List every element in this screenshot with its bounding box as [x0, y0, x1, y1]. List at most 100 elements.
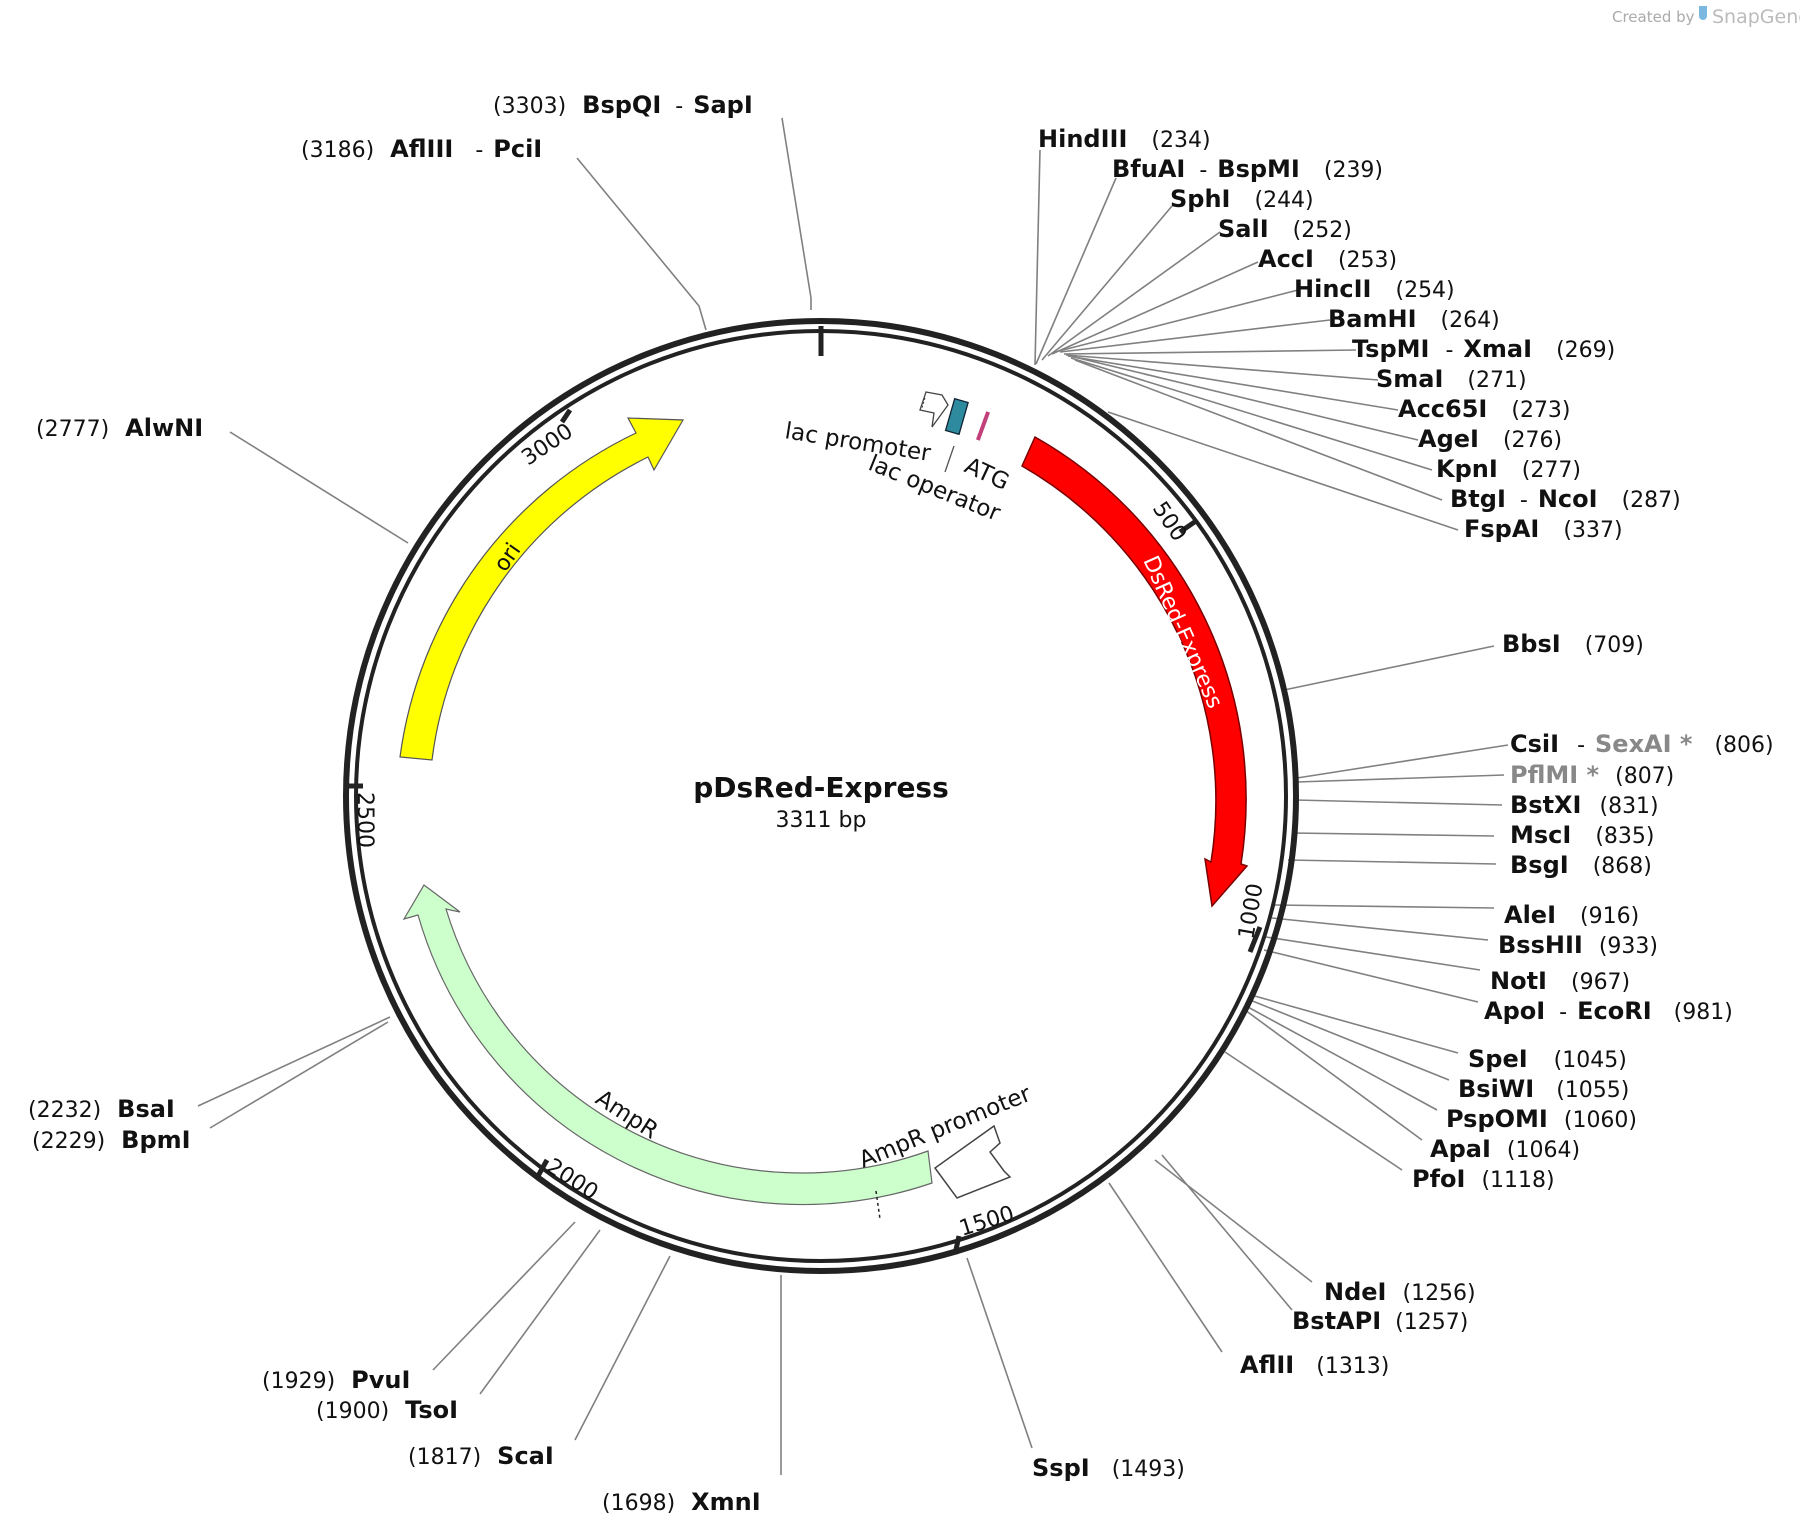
leader-pflmi: [1296, 774, 1505, 783]
leader-bamhi: [1059, 319, 1331, 353]
leader-bstxi: [1294, 799, 1503, 806]
site-label-bfuai: BfuAI-BspMI(239): [1112, 155, 1383, 183]
feature-label-lac-promoter: lac promoter: [783, 418, 933, 467]
leader-sphi: [1041, 205, 1173, 361]
site-label-bamhi: BamHI(264): [1328, 305, 1500, 333]
leader-ndei: [1154, 1159, 1313, 1283]
site-label-spei: SpeI(1045): [1468, 1045, 1627, 1073]
feature-lac-promoter: [919, 391, 949, 428]
site-label-acc65i: Acc65I(273): [1398, 395, 1571, 423]
leader-bsgi: [1287, 859, 1497, 865]
site-label-msci: MscI(835): [1510, 821, 1655, 849]
ruler-ticks: [347, 326, 1263, 1255]
site-label-bstxi: BstXI(831): [1510, 791, 1659, 819]
site-label-afliii: (3186)AflIII-PciI: [301, 135, 542, 163]
leader-alei: [1274, 904, 1495, 909]
leader-spei: [1250, 994, 1459, 1054]
tick-500: [1178, 518, 1198, 535]
leader-noti: [1265, 936, 1481, 971]
credit-prefix: Created by: [1612, 8, 1695, 26]
plasmid-name: pDsRed-Express: [693, 771, 949, 804]
feature-dsred-express: DsRed-Express: [1021, 435, 1249, 908]
site-label-alwni: (2777)AlwNI: [36, 414, 203, 442]
leader-alwni: [229, 431, 409, 544]
site-label-hindiii: HindIII(234): [1038, 125, 1211, 153]
leader-pfoi: [1224, 1051, 1403, 1171]
site-label-bspqi: (3303)BspQI-SapI: [493, 91, 753, 119]
leader-bstapi: [1161, 1154, 1293, 1311]
leader-tspmi: [1063, 349, 1357, 355]
snapgene-logo-icon: [1699, 6, 1707, 20]
site-label-bbsi: BbsI(709): [1502, 630, 1644, 658]
feature-ori: ori: [399, 417, 685, 761]
leader-aflii: [1108, 1182, 1223, 1353]
site-label-pflmi: PflMI *(807): [1510, 761, 1674, 789]
leader-afliii: [576, 157, 707, 331]
site-label-btgi: BtgI-NcoI(287): [1450, 485, 1681, 513]
site-label-bsiwi: BsiWI(1055): [1458, 1075, 1629, 1103]
leader-pspomi: [1245, 1005, 1438, 1111]
leader-bsshii: [1271, 917, 1489, 941]
leader-msci: [1292, 832, 1495, 837]
leader-bsai: [197, 1016, 391, 1107]
site-label-acci: AccI(253): [1258, 245, 1397, 273]
tick-3000: [559, 408, 573, 424]
leader-smai: [1065, 354, 1379, 381]
site-label-bsgi: BsgI(868): [1510, 851, 1652, 879]
site-label-hincii: HincII(254): [1294, 275, 1455, 303]
site-label-noti: NotI(967): [1490, 967, 1630, 995]
site-label-ndei: NdeI(1256): [1324, 1278, 1476, 1306]
leader-bspqi: [781, 117, 812, 310]
leader-bbsi: [1283, 645, 1495, 691]
feature-lac-operator: [944, 397, 969, 436]
leader-apoi: [1263, 949, 1479, 1003]
leader-sali: [1047, 231, 1221, 357]
leader-agei: [1069, 355, 1419, 441]
leader-sspi: [966, 1257, 1033, 1449]
leader-hindiii: [1034, 149, 1041, 366]
site-label-alei: AleI(916): [1504, 901, 1639, 929]
leader-btgi: [1074, 359, 1443, 501]
feature-ampr: AmpR: [402, 884, 933, 1220]
leader-acci: [1051, 261, 1259, 355]
tick-label-2500: 2500: [352, 792, 377, 848]
snapgene-credit: Created by SnapGene: [1612, 6, 1800, 28]
site-label-sphi: SphI(244): [1170, 185, 1314, 213]
site-label-pvui: (1929)PvuI: [262, 1366, 410, 1394]
site-label-fspai: FspAI(337): [1464, 515, 1623, 543]
site-label-apai: ApaI(1064): [1430, 1135, 1580, 1163]
leader-bfuai: [1035, 177, 1117, 365]
leader-kpni: [1070, 357, 1433, 471]
tick-label-1000: 1000: [1234, 882, 1268, 941]
ampr-dotted-divider: [875, 1190, 881, 1220]
credit-brand: SnapGene: [1712, 6, 1800, 28]
restriction-site-labels: (3303)BspQI-SapI (3186)AflIII-PciI (2777…: [28, 91, 1774, 1516]
tick-1500: [952, 1235, 962, 1255]
leader-csii: [1296, 744, 1509, 779]
site-label-tsoi: (1900)TsoI: [316, 1396, 458, 1424]
site-label-pfoi: PfoI(1118): [1412, 1165, 1555, 1193]
site-label-agei: AgeI(276): [1418, 425, 1562, 453]
site-label-tspmi: TspMI-XmaI(269): [1352, 335, 1615, 363]
site-label-bsai: (2232)BsaI: [28, 1095, 175, 1123]
leader-acc65i: [1067, 355, 1399, 411]
lac-pointer-line: [944, 445, 955, 473]
leader-fspai: [1107, 411, 1459, 531]
leader-scai: [574, 1255, 671, 1441]
site-label-aflii: AflII(1313): [1240, 1351, 1389, 1379]
site-label-sali: SalI(252): [1218, 215, 1352, 243]
site-label-bstapi: BstAPI(1257): [1292, 1307, 1468, 1335]
site-label-pspomi: PspOMI(1060): [1446, 1105, 1637, 1133]
feature-label-ampr-promoter: AmpR promoter: [856, 1081, 1036, 1174]
site-label-apoi: ApoI-EcoRI(981): [1484, 997, 1733, 1025]
tick-1000: [1247, 926, 1263, 953]
feature-atg: [975, 411, 991, 441]
site-label-kpni: KpnI(277): [1436, 455, 1581, 483]
leader-pvui: [432, 1221, 576, 1371]
leader-tsoi: [479, 1229, 601, 1395]
site-label-xmni: (1698)XmnI: [602, 1488, 761, 1516]
site-label-bsshii: BssHII(933): [1498, 931, 1658, 959]
site-label-smai: SmaI(271): [1376, 365, 1527, 393]
tick-2000: [535, 1158, 550, 1178]
